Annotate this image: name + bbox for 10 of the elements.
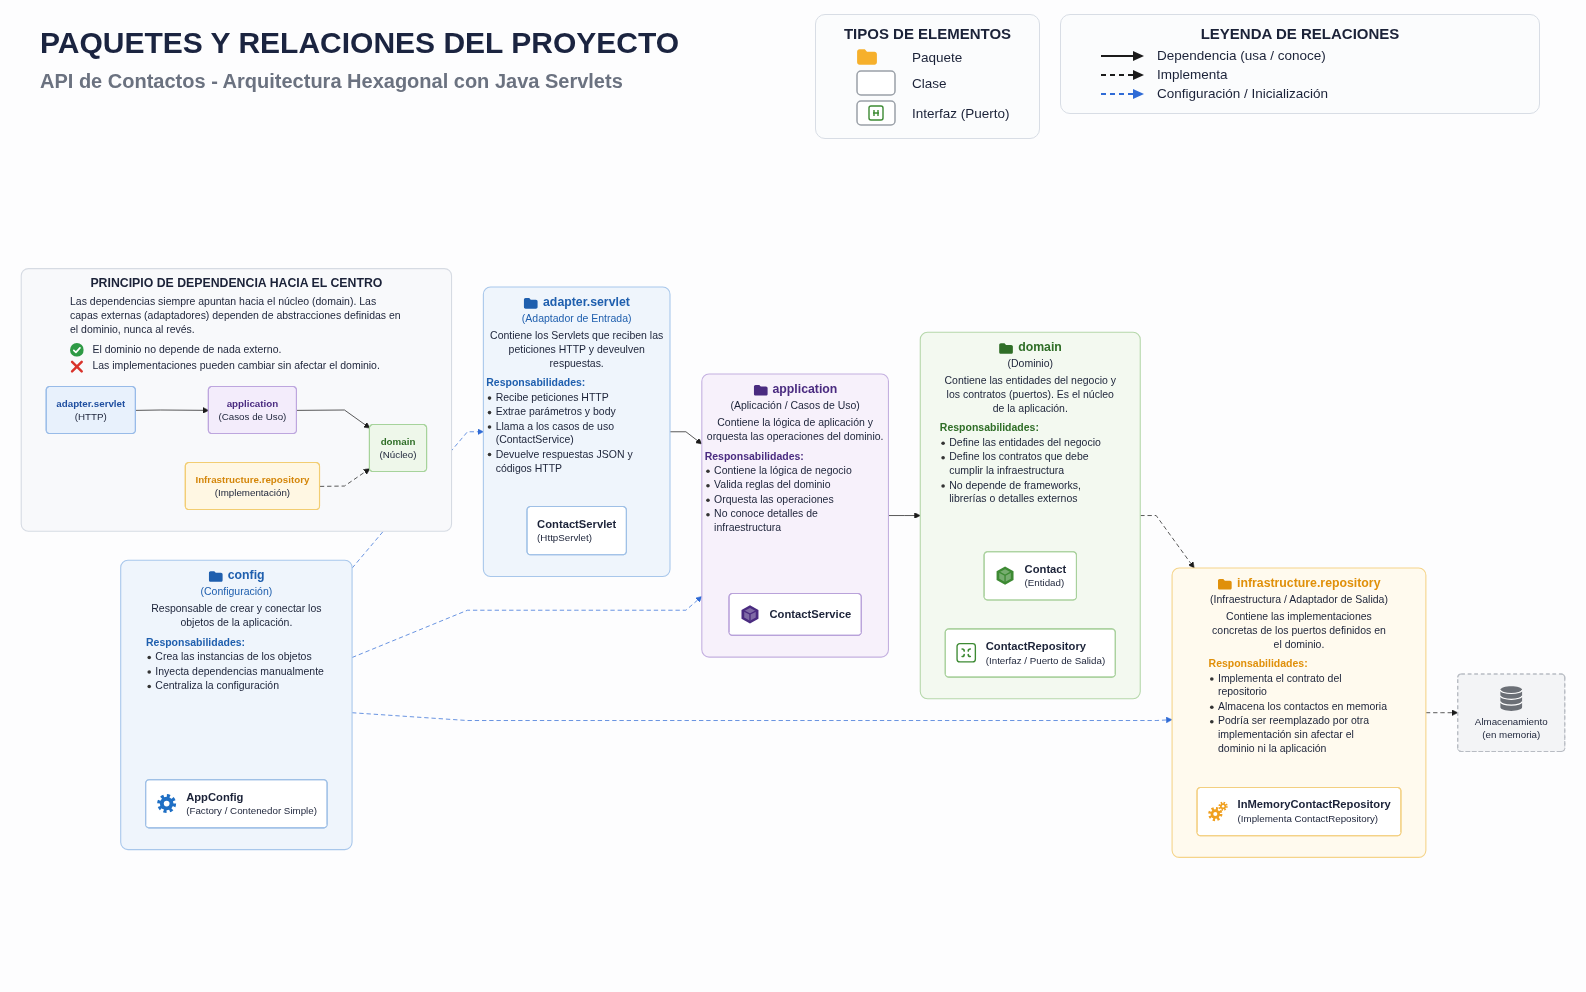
diagram-title: PAQUETES Y RELACIONES DEL PROYECTO: [40, 26, 681, 60]
legend-label: Implementa: [1157, 67, 1228, 82]
legend-label: Configuración / Inicialización: [1157, 86, 1329, 101]
legend-label: Dependencia (usa / conoce): [1157, 48, 1326, 63]
diagram-subtitle: API de Contactos - Arquitectura Hexagonal con Java Servlets: [40, 70, 623, 93]
legend-label: Clase: [912, 75, 947, 91]
legend-title: LEYENDA DE RELACIONES: [1199, 25, 1401, 42]
legend-label: Interfaz (Puerto): [912, 105, 1010, 121]
legend-label: Paquete: [912, 49, 963, 65]
legend-title: TIPOS DE ELEMENTOS: [842, 25, 1013, 42]
